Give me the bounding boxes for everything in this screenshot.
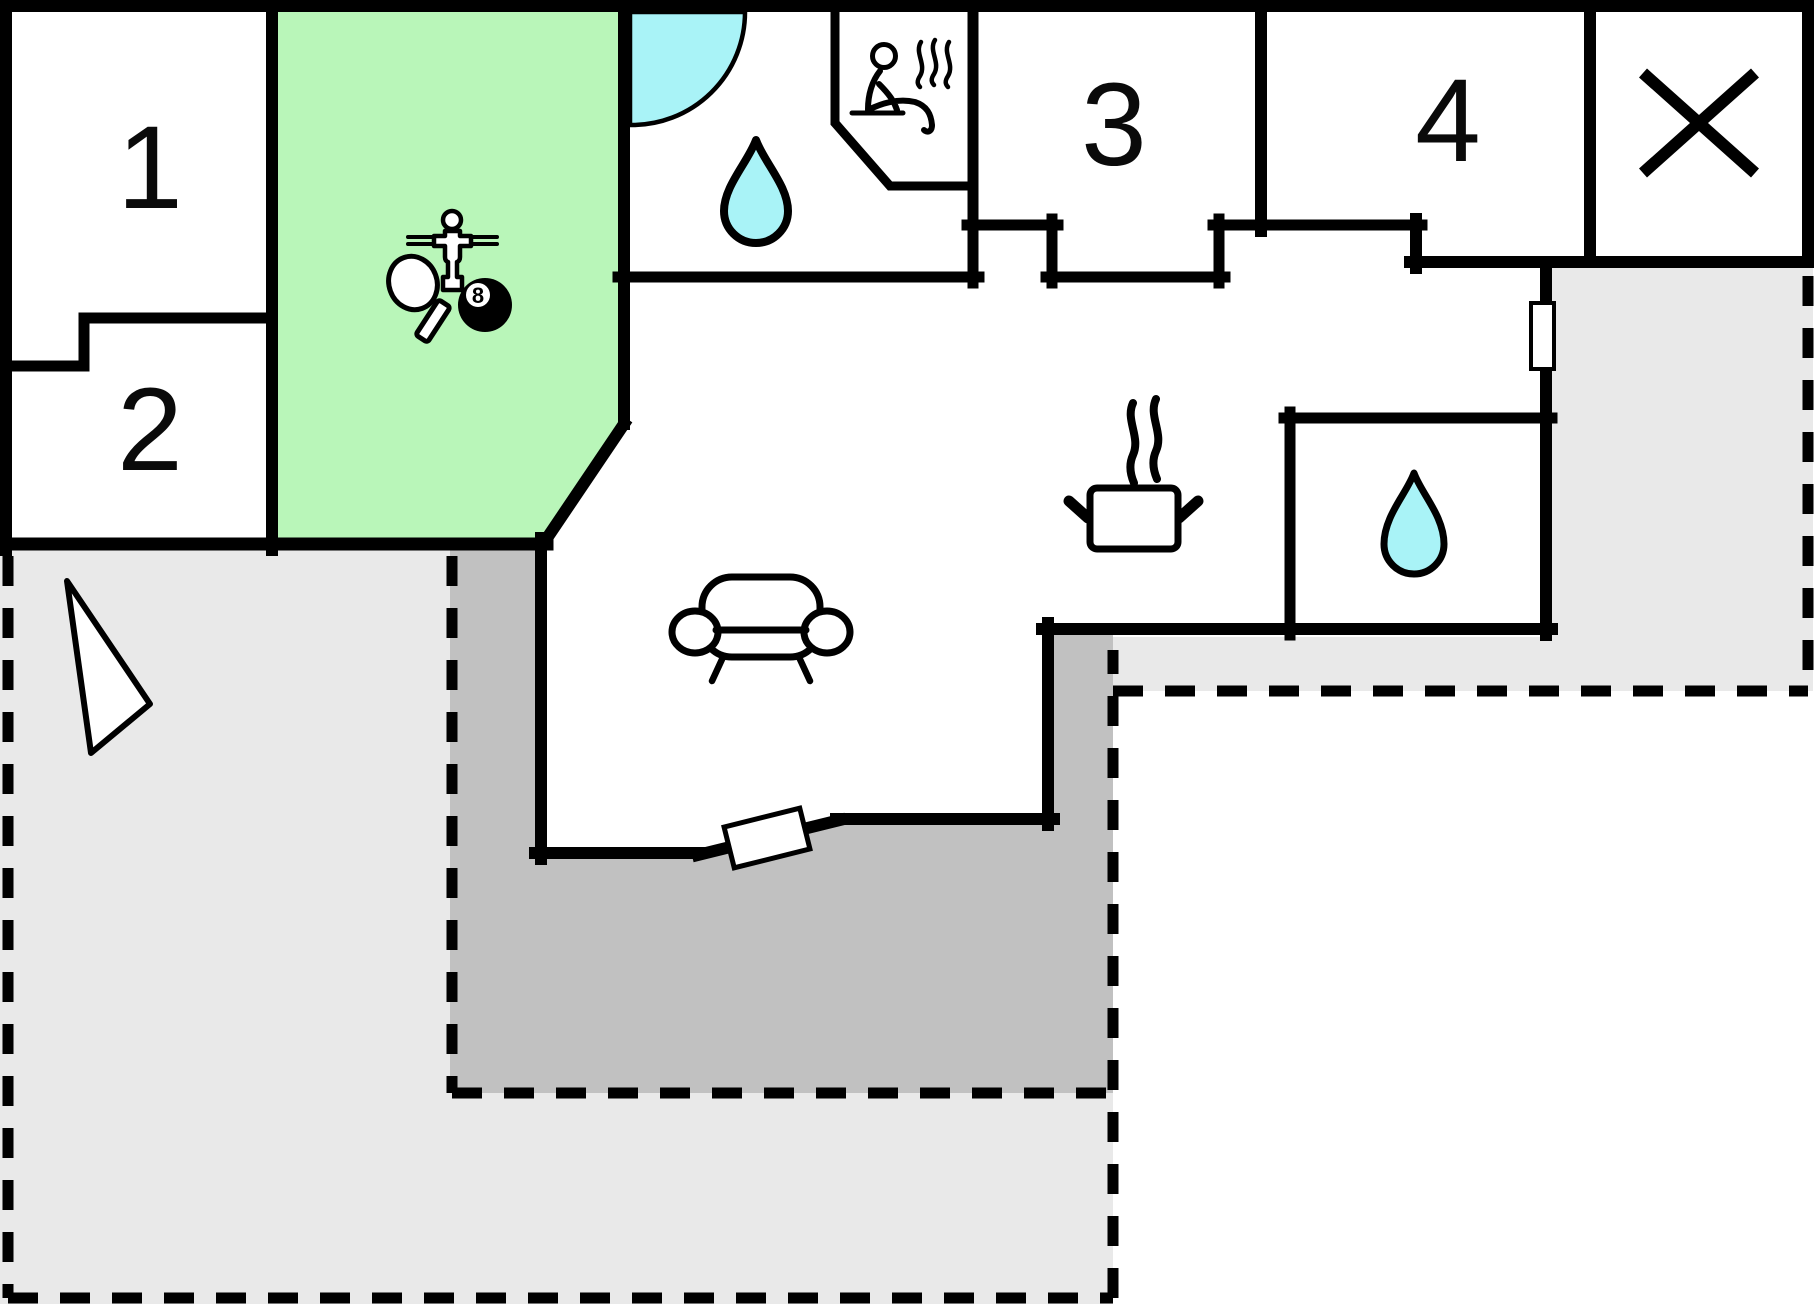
terrace-door (721, 805, 813, 871)
foosball-player-icon (406, 208, 499, 293)
paddle-blade (386, 253, 440, 313)
paddle-handle (414, 298, 452, 344)
pot-handles (1063, 495, 1204, 524)
sofa-armrest-left (668, 607, 722, 657)
sauna-steam (915, 37, 953, 90)
window-east-wall (1529, 301, 1556, 371)
eight-ball-badge (466, 283, 490, 307)
sofa-body (698, 573, 824, 661)
living-area-floor (541, 225, 1552, 853)
sauna-person-body (865, 68, 935, 135)
terrace-boundaries (2, 276, 1814, 1304)
pot-body (1086, 484, 1182, 553)
pot-steam (1126, 395, 1163, 487)
room-2-label: 2 (117, 364, 183, 496)
sofa-icon (668, 573, 854, 685)
shower-corner-icon (627, 9, 748, 128)
room-4-label: 4 (1415, 55, 1481, 187)
terrace-right-floor (1113, 268, 1813, 691)
outer-wall (0, 0, 1814, 556)
foosball-player-body (431, 228, 474, 293)
cooking-pot-icon (1063, 395, 1204, 553)
wall-room1-room2 (0, 312, 278, 372)
table-tennis-paddle-icon (386, 253, 452, 344)
north-arrow-icon (64, 578, 153, 756)
water-drop-icon-wc (1380, 469, 1448, 578)
sauna-person-head (870, 42, 898, 70)
pool-8-ball-icon: 8 (458, 278, 512, 332)
water-drop-icon (720, 136, 792, 247)
sofa-legs (708, 651, 814, 685)
wall-game-diagonal (532, 415, 633, 556)
room-1-label: 1 (117, 102, 183, 234)
eight-ball-number: 8 (472, 283, 484, 308)
wall-sauna (830, 1, 978, 191)
room-3-label: 3 (1081, 59, 1147, 191)
closed-room-x-icon (1639, 68, 1759, 178)
walls (0, 0, 1814, 865)
sofa-armrest-right (800, 607, 854, 657)
foosball-player-head (440, 208, 464, 232)
sauna-person-icon (849, 37, 953, 135)
